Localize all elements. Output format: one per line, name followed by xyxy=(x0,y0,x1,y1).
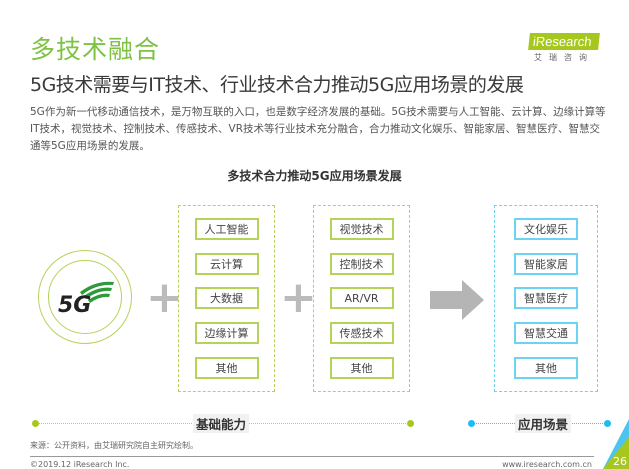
copyright: ©2019.12 iResearch Inc. xyxy=(30,460,130,469)
application-item: 智慧医疗 xyxy=(514,287,578,310)
application-item: 文化娱乐 xyxy=(514,218,578,241)
page-corner xyxy=(603,419,629,469)
website: www.iresearch.com.cn xyxy=(502,460,592,469)
arrow-right-icon xyxy=(430,280,484,320)
page-title: 多技术融合 xyxy=(30,35,161,64)
it-tech-item: 其他 xyxy=(194,356,259,379)
diagram-title: 多技术合力推动5G应用场景发展 xyxy=(227,169,402,183)
app-label: 应用场景 xyxy=(515,414,572,433)
industry-tech-item: AR/VR xyxy=(329,287,394,310)
page-number: 26 xyxy=(613,455,627,468)
plus-icon: + xyxy=(280,272,317,323)
industry-tech-item: 视觉技术 xyxy=(329,218,394,241)
5g-logo-icon: 5G xyxy=(58,281,114,316)
it-tech-item: 人工智能 xyxy=(194,218,259,241)
base-label: 基础能力 xyxy=(193,414,250,433)
industry-tech-group: 视觉技术 控制技术 AR/VR 传感技术 其他 xyxy=(313,205,410,392)
axis-dot xyxy=(468,420,475,427)
plus-icon: + xyxy=(146,272,183,323)
iresearch-logo: iResearch 艾瑞咨询 xyxy=(528,33,600,63)
subtitle: 5G技术需要与IT技术、行业技术合力推动5G应用场景的发展 xyxy=(30,74,524,96)
it-tech-item: 边缘计算 xyxy=(194,322,259,345)
summary-paragraph: 5G作为新一代移动通信技术，是万物互联的入口，也是数字经济发展的基础。5G技术需… xyxy=(30,106,606,152)
logo-brand: iResearch xyxy=(528,33,600,50)
inner-ring xyxy=(48,260,122,334)
industry-tech-item: 其他 xyxy=(329,356,394,379)
application-item: 智慧交通 xyxy=(514,322,578,345)
5g-text: 5G xyxy=(58,293,91,316)
applications-group: 文化娱乐 智能家居 智慧医疗 智慧交通 其他 xyxy=(494,205,598,392)
it-tech-group: 人工智能 云计算 大数据 边缘计算 其他 xyxy=(178,205,275,392)
outer-ring xyxy=(38,250,132,344)
axis-dot xyxy=(604,420,611,427)
footer-divider xyxy=(30,456,594,457)
application-item: 其他 xyxy=(514,356,578,379)
industry-tech-item: 控制技术 xyxy=(329,252,394,275)
it-tech-item: 大数据 xyxy=(194,287,259,310)
axis-dot xyxy=(407,420,414,427)
source-note: 来源：公开资料，由艾瑞研究院自主研究绘制。 xyxy=(30,441,198,450)
it-tech-item: 云计算 xyxy=(194,252,259,275)
axis-dot xyxy=(32,420,39,427)
application-item: 智能家居 xyxy=(514,252,578,275)
industry-tech-item: 传感技术 xyxy=(329,322,394,345)
logo-cn: 艾瑞咨询 xyxy=(534,53,594,62)
